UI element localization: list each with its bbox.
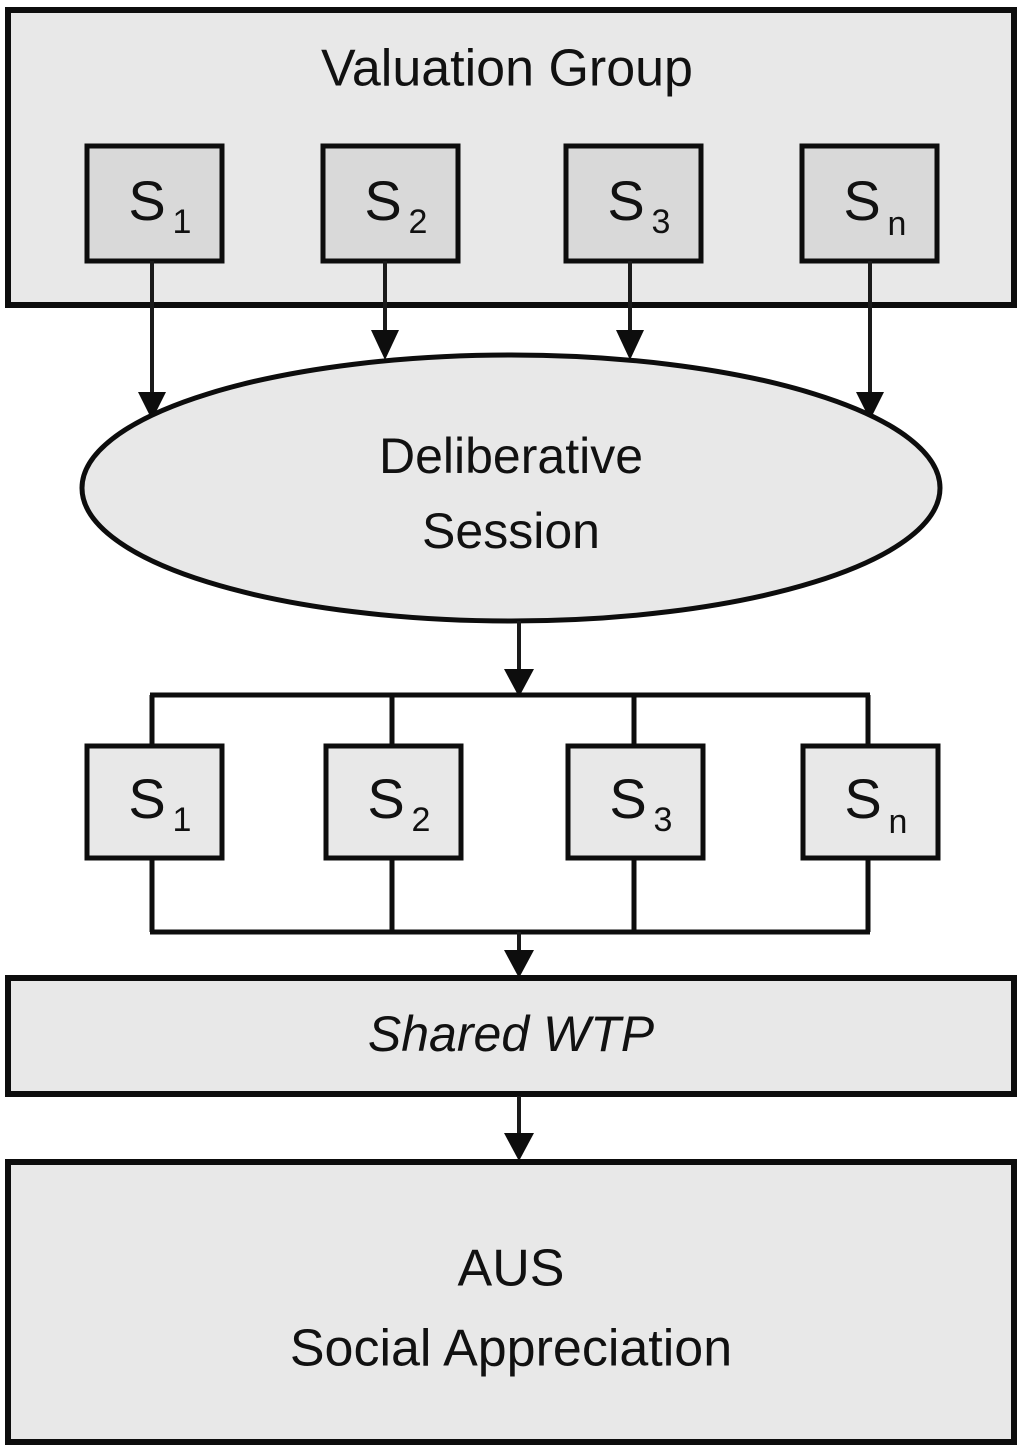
member-box-s3[interactable] (563, 143, 704, 264)
post-member-label-sn: S (844, 767, 881, 830)
post-member-label-s2: S (367, 767, 404, 830)
post-member-box-s1[interactable] (84, 743, 225, 861)
deliberative-session-ellipse[interactable] (79, 352, 943, 624)
arrow-session-to-distribution (504, 621, 534, 697)
outcome-line2: Social Appreciation (290, 1320, 732, 1378)
outcome-node-aus[interactable]: AUS Social Appreciation (5, 1159, 1017, 1445)
member-subscript-s2: 2 (409, 203, 428, 241)
arrowhead-sn-to-session (856, 392, 884, 420)
member-node-s2[interactable]: S 2 (320, 143, 461, 264)
arrow-wtp-to-outcome (504, 1096, 534, 1161)
shared-wtp-box[interactable] (5, 975, 1017, 1097)
member-box-s1[interactable] (84, 143, 225, 264)
post-member-subscript-s1: 1 (173, 801, 192, 839)
deliberative-session-line2: Session (422, 503, 600, 559)
post-member-label-s3: S (609, 767, 646, 830)
arrowhead-members-to-wtp (504, 950, 534, 978)
post-member-node-s2[interactable]: S 2 (323, 743, 464, 861)
member-label-s1: S (128, 169, 165, 232)
member-label-sn: S (843, 169, 880, 232)
member-subscript-s1: 1 (173, 203, 192, 241)
member-node-sn[interactable]: S n (799, 143, 940, 264)
member-subscript-sn: n (888, 205, 907, 243)
arrowhead-wtp-to-outcome (504, 1133, 534, 1161)
post-member-box-s2[interactable] (323, 743, 464, 861)
member-node-s3[interactable]: S 3 (563, 143, 704, 264)
post-member-subscript-sn: n (889, 803, 908, 841)
post-member-node-sn[interactable]: S n (800, 743, 941, 861)
arrowhead-s2-to-session (371, 330, 399, 360)
shared-wtp-node[interactable]: Shared WTP (5, 975, 1017, 1097)
deliberative-session-node[interactable]: Deliberative Session (79, 352, 943, 624)
post-member-subscript-s2: 2 (412, 801, 431, 839)
member-box-s2[interactable] (320, 143, 461, 264)
arrowhead-s1-to-session (138, 392, 166, 420)
shared-wtp-label: Shared WTP (368, 1006, 655, 1062)
member-subscript-s3: 3 (652, 203, 671, 241)
deliberative-session-line1: Deliberative (379, 428, 643, 484)
arrowhead-s3-to-session (616, 330, 644, 360)
convergence-bracket-bottom (149, 858, 871, 935)
outcome-line1: AUS (458, 1240, 565, 1298)
arrows-members-to-session (138, 261, 884, 420)
post-member-box-sn[interactable] (800, 743, 941, 861)
arrowhead-session-to-distribution (504, 669, 534, 697)
post-session-members: S 1 S 2 S 3 S n (84, 743, 941, 861)
member-box-sn[interactable] (799, 143, 940, 264)
outcome-box[interactable] (5, 1159, 1017, 1445)
post-member-subscript-s3: 3 (654, 801, 673, 839)
distribution-bracket-top (149, 692, 871, 747)
post-member-node-s1[interactable]: S 1 (84, 743, 225, 861)
valuation-group-title: Valuation Group (321, 40, 693, 98)
valuation-group-members: S 1 S 2 S 3 S n (84, 143, 940, 264)
post-member-label-s1: S (128, 767, 165, 830)
arrow-members-to-wtp (504, 932, 534, 978)
member-node-s1[interactable]: S 1 (84, 143, 225, 264)
member-label-s3: S (607, 169, 644, 232)
post-member-node-s3[interactable]: S 3 (565, 743, 706, 861)
member-label-s2: S (364, 169, 401, 232)
